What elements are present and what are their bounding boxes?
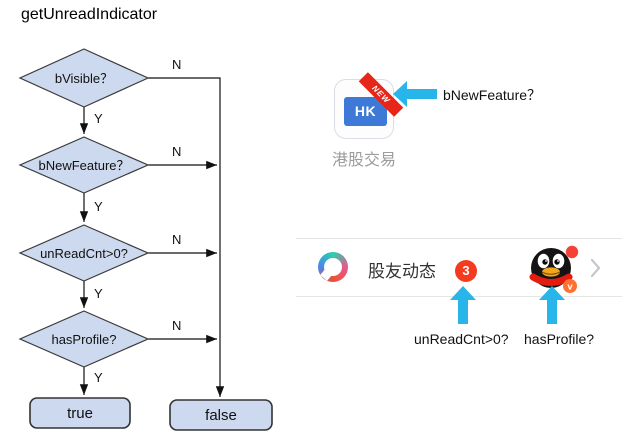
qq-v-badge-label: v — [567, 282, 573, 293]
result-true-label: true — [67, 405, 93, 422]
annotation-hasprofile: hasProfile? — [524, 331, 595, 347]
decision-unreadcnt-label: unReadCnt>0? — [40, 246, 128, 261]
arrow-up-profile-icon — [539, 286, 565, 324]
edge-label-yes-3: Y — [94, 286, 103, 301]
result-true-box — [29, 397, 131, 429]
decision-hasprofile — [18, 310, 150, 368]
arrow-left-icon — [393, 81, 437, 107]
decision-bnewfeature-label: bNewFeature？ — [38, 158, 129, 173]
edge-label-yes-2: Y — [94, 199, 103, 214]
edge-label-no-1: N — [172, 57, 181, 72]
chat-bubble-ring-icon — [318, 252, 348, 282]
edge-label-no-4: N — [172, 318, 181, 333]
annotation-bnewfeature: bNewFeature？ — [443, 87, 542, 103]
edge-label-no-3: N — [172, 232, 181, 247]
arrow-up-unread-icon — [450, 286, 476, 324]
edge-label-no-2: N — [172, 144, 181, 159]
decision-bvisible-label: bVisible？ — [55, 71, 113, 86]
annotation-unreadcnt: unReadCnt>0? — [414, 331, 509, 347]
edge-label-yes-4: Y — [94, 370, 103, 385]
hk-app-icon-glyph: HK — [344, 97, 387, 126]
chevron-right-icon — [590, 258, 601, 278]
edge-label-yes-1: Y — [94, 111, 103, 126]
qq-v-badge — [563, 279, 577, 293]
unread-count-badge: 3 — [455, 260, 477, 282]
decision-hasprofile-label: hasProfile? — [51, 332, 116, 347]
decision-unreadcnt — [18, 224, 150, 282]
flowchart: bVisible？ bNewFeature？ unReadCnt>0? hasP… — [18, 48, 273, 431]
result-false-label: false — [205, 407, 237, 424]
result-false-box — [169, 399, 273, 431]
page-title: getUnreadIndicator — [21, 6, 158, 23]
red-dot-badge — [565, 245, 579, 259]
qq-penguin-icon: v — [529, 245, 579, 293]
decision-bnewfeature — [18, 136, 150, 194]
decision-bvisible — [18, 48, 150, 108]
hk-app-caption: 港股交易 — [331, 152, 396, 169]
edge-bvisible-no — [148, 77, 225, 397]
list-row-title: 股友动态 — [368, 262, 436, 281]
